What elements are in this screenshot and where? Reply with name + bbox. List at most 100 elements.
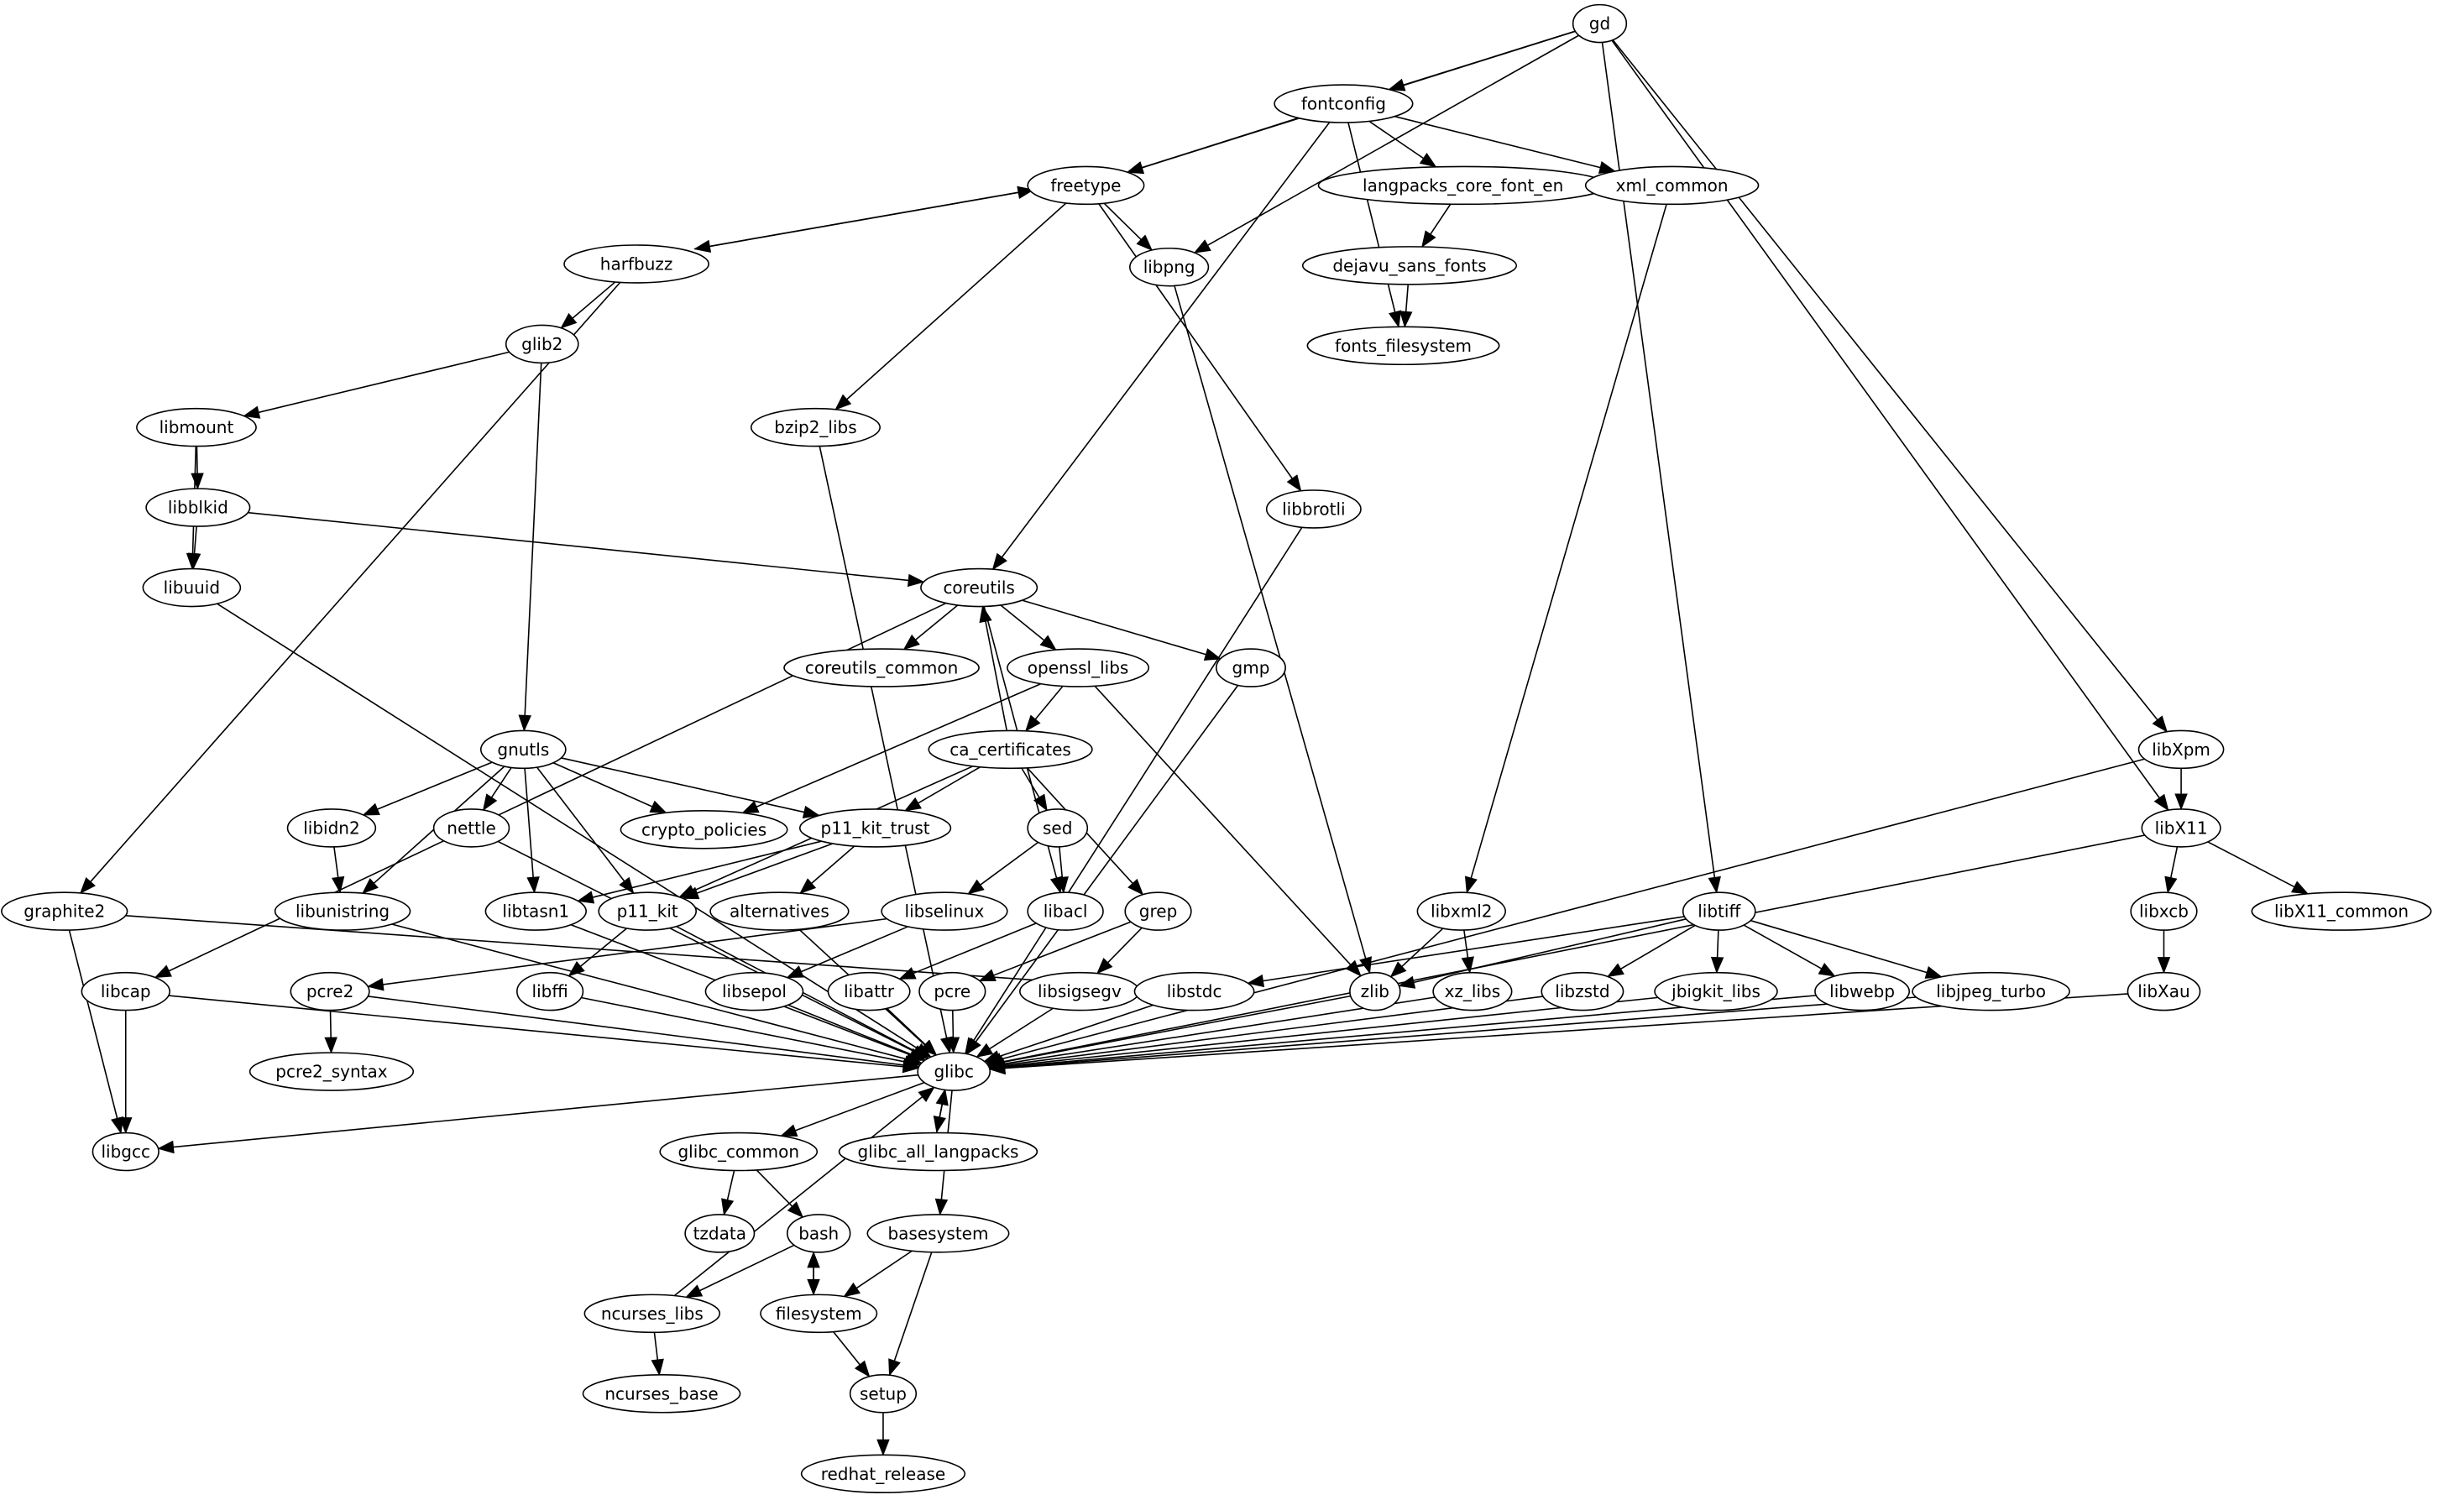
arrowhead-icon (935, 1088, 949, 1106)
arrowhead-icon (918, 1086, 935, 1103)
node-shape (1027, 808, 1089, 848)
node-glibc-common: glibc_common (659, 1132, 819, 1172)
node-label: setup (860, 1383, 907, 1403)
arrowhead-icon (80, 876, 96, 894)
node-libmount: libmount (136, 407, 257, 447)
node-libX11-common: libX11_common (2251, 891, 2432, 931)
arrowhead-icon (1924, 966, 1943, 979)
node-shape (684, 1214, 756, 1253)
node-shape (750, 407, 881, 447)
node-shape (248, 1052, 415, 1091)
edge-p11_kit_trust-to-libtasn1 (577, 840, 822, 904)
edge-filesystem-to-setup (833, 1331, 871, 1377)
edge-line (1405, 284, 1410, 312)
node-label: libstdc (1167, 981, 1222, 1001)
node-label: pcre2_syntax (275, 1062, 388, 1082)
node-shape (432, 808, 510, 848)
edge-line (1430, 203, 1452, 235)
edge-line (2207, 841, 2295, 888)
edge-coreutils-to-coreutils_common (902, 604, 959, 651)
edge-langpacks_core_font_en-to-dejavu_sans_fonts (1421, 203, 1452, 248)
node-libgcc: libgcc (92, 1132, 160, 1172)
edge-glibc-to-libgcc (157, 1074, 918, 1154)
edge-line (90, 281, 621, 882)
node-libselinux: libselinux (881, 891, 1008, 931)
node-shape (583, 1294, 721, 1334)
edge-nettle-to-glibc (497, 840, 929, 1059)
edge-gnutls-to-p11_kit (536, 766, 635, 895)
arrowhead-icon (649, 800, 667, 813)
arrowhead-icon (876, 1439, 890, 1456)
edge-libtiff-to-libstdc (1247, 916, 1685, 988)
edge-fontconfig-to-langpacks_core_font_en (1368, 120, 1437, 168)
node-label: redhat_release (821, 1464, 946, 1484)
node-shape (563, 244, 709, 284)
edge-line (1004, 996, 1659, 1068)
arrowhead-icon (651, 1358, 664, 1377)
arrowhead-icon (187, 552, 201, 570)
node-glibc: glibc (917, 1052, 991, 1091)
arrowhead-icon (154, 964, 172, 979)
edge-libX11-to-glibc (986, 834, 2145, 1069)
node-shape (760, 1294, 878, 1334)
edge-line (333, 846, 339, 878)
edge-line (196, 446, 198, 474)
arrowhead-icon (1419, 152, 1437, 168)
arrowhead-icon (920, 1039, 938, 1056)
arrowhead-icon (568, 960, 585, 977)
arrowhead-icon (721, 1198, 735, 1216)
node-zlib: zlib (1349, 971, 1401, 1011)
edge-line (756, 1169, 793, 1207)
node-shape (1007, 648, 1150, 687)
arrowhead-icon (1193, 239, 1211, 253)
arrowhead-icon (157, 1140, 175, 1154)
arrowhead-icon (799, 878, 817, 895)
arrowhead-icon (1598, 161, 1617, 175)
node-shape (918, 971, 986, 1011)
node-label: libattr (844, 981, 895, 1001)
node-shape (484, 891, 587, 931)
edge-line (694, 191, 1019, 250)
node-harfbuzz: harfbuzz (563, 244, 709, 284)
edge-ca_certificates-to-p11_kit_trust (903, 766, 981, 812)
node-shape (598, 891, 698, 931)
node-label: libxcb (2139, 902, 2189, 922)
edge-line (1470, 204, 1667, 879)
edge-line (800, 926, 908, 973)
node-shape (1349, 971, 1401, 1011)
arrowhead-icon (191, 473, 204, 490)
edge-gd-to-libX11 (1611, 39, 2169, 812)
edge-line (524, 768, 534, 878)
node-shape (800, 1454, 966, 1494)
arrowhead-icon (2164, 875, 2178, 894)
edge-line (1394, 115, 1601, 169)
edge-libblkid-to-coreutils (248, 511, 925, 588)
node-label: libgcc (101, 1142, 150, 1162)
edge-glibc_common-to-bash (756, 1169, 804, 1218)
edge-line (1034, 685, 1064, 720)
node-shape (1274, 84, 1414, 123)
node-tzdata: tzdata (684, 1214, 756, 1253)
node-label: gnutls (497, 740, 549, 760)
node-label: libsepol (722, 981, 787, 1001)
node-label: libtasn1 (502, 902, 569, 922)
node-label: gd (1589, 13, 1610, 34)
node-label: glib2 (521, 334, 562, 354)
node-shape (479, 729, 567, 770)
edge-line (972, 526, 1303, 1042)
node-label: fonts_filesystem (1335, 336, 1472, 356)
arrowhead-icon (979, 605, 992, 624)
edge-line (1001, 122, 1331, 558)
arrowhead-icon (682, 886, 700, 900)
node-fonts-filesystem: fonts_filesystem (1306, 326, 1500, 366)
arrowhead-icon (577, 891, 595, 904)
node-shape (928, 729, 1093, 770)
node-shape (2141, 808, 2221, 848)
node-shape (917, 1052, 991, 1091)
node-libacl: libacl (1027, 891, 1104, 931)
edge-ncurses_libs-to-glibc (673, 1086, 935, 1297)
node-shape (274, 891, 411, 931)
node-shape (505, 324, 579, 364)
node-shape (1124, 891, 1192, 931)
node-libXau: libXau (2127, 971, 2201, 1011)
